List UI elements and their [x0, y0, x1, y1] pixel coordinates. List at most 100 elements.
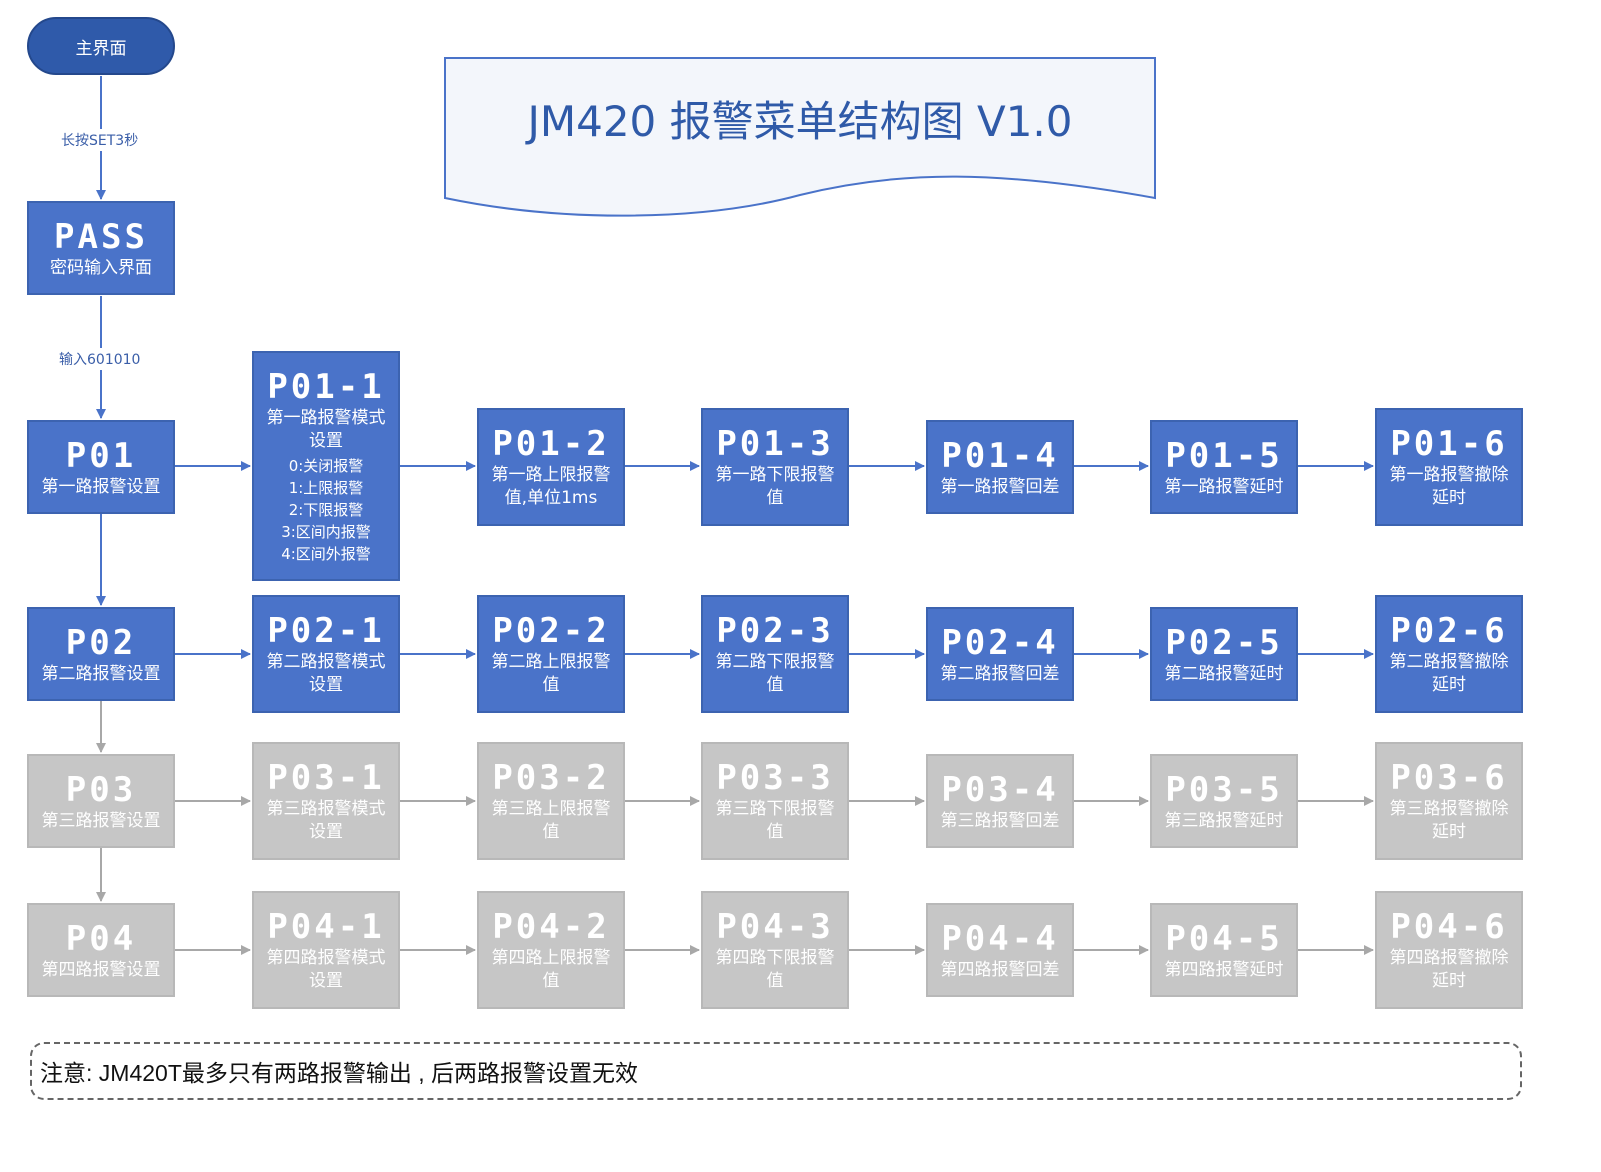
node-code: P02-6 [1390, 611, 1508, 651]
node-code: P02-3 [716, 611, 834, 651]
title-banner-shape [444, 57, 1156, 217]
node-code: P03-2 [492, 758, 610, 798]
node-desc: 第二路上限报警值 [491, 652, 611, 695]
node-code: P01-4 [941, 435, 1059, 476]
node-desc: 第三路报警撤除延时 [1389, 799, 1509, 842]
mode-option-1: 1:上限报警 [288, 479, 364, 497]
node-desc: 第一路下限报警值 [715, 465, 835, 508]
node-code: P01 [65, 435, 137, 476]
main-screen-node: 主界面 [27, 17, 175, 75]
mode-option-0: 0:关闭报警 [288, 457, 364, 475]
node-desc: 第一路报警模式设置 [266, 408, 386, 451]
node-code: P04-5 [1165, 918, 1283, 959]
node-code: P03-6 [1390, 758, 1508, 798]
node-desc: 第一路报警撤除延时 [1389, 465, 1509, 508]
diagram-title: JM420 报警菜单结构图 V1.0 [527, 96, 1073, 146]
node-desc: 第三路下限报警值 [715, 799, 835, 842]
long-press-label: 长按SET3秒 [61, 129, 139, 151]
node-desc: 第一路报警回差 [940, 476, 1060, 497]
node-desc: 第二路报警延时 [1164, 663, 1284, 684]
node-code: P03-3 [716, 758, 834, 798]
node-desc: 第四路下限报警值 [715, 948, 835, 991]
node-desc: 第四路上限报警值 [491, 948, 611, 991]
node-desc: 第一路上限报警值,单位1ms [491, 465, 611, 508]
node-code: P01-3 [716, 424, 834, 464]
node-desc: 第二路下限报警值 [715, 652, 835, 695]
node-desc: 第二路报警设置 [41, 663, 161, 684]
node-desc: 第一路报警设置 [41, 476, 161, 497]
note-box: 注意: JM420T最多只有两路报警输出 , 后两路报警设置无效 [30, 1042, 1522, 1100]
node-desc: 第四路报警延时 [1164, 959, 1284, 980]
node-code: P03-4 [941, 769, 1059, 810]
mode-options: 0:关闭报警 1:上限报警 2:下限报警 3:区间内报警 4:区间外报警 [281, 455, 371, 565]
node-desc: 第二路报警撤除延时 [1389, 652, 1509, 695]
node-code: P03 [65, 769, 137, 810]
password-node: PASS 密码输入界面 [27, 201, 175, 295]
node-desc: 第三路报警延时 [1164, 810, 1284, 831]
node-desc: 密码输入界面 [50, 257, 152, 278]
node-desc: 第一路报警延时 [1164, 476, 1284, 497]
mode-option-2: 2:下限报警 [288, 501, 364, 519]
node-desc: 第二路报警模式设置 [266, 652, 386, 695]
node-code: P02-5 [1165, 622, 1283, 663]
node-desc: 第四路报警设置 [41, 959, 161, 980]
node-code: P02-2 [492, 611, 610, 651]
node-desc: 第三路报警回差 [940, 810, 1060, 831]
node-code: P01-6 [1390, 424, 1508, 464]
node-code: P03-5 [1165, 769, 1283, 810]
node-desc: 第三路报警设置 [41, 810, 161, 831]
node-desc: 第二路报警回差 [940, 663, 1060, 684]
node-desc: 第三路报警模式设置 [266, 799, 386, 842]
node-code: P01-1 [267, 367, 385, 407]
node-code: P04-1 [267, 907, 385, 947]
node-code: P04-3 [716, 907, 834, 947]
node-code: P01-5 [1165, 435, 1283, 476]
node-code: P04 [65, 918, 137, 959]
mode-option-3: 3:区间内报警 [281, 523, 371, 541]
node-code: P03-1 [267, 758, 385, 798]
node-code: P02-4 [941, 622, 1059, 663]
node-desc: 第四路报警回差 [940, 959, 1060, 980]
input-code-label: 输入601010 [59, 348, 141, 370]
node-desc: 第四路报警模式设置 [266, 948, 386, 991]
note-text: 注意: JM420T最多只有两路报警输出 , 后两路报警设置无效 [40, 1060, 639, 1086]
node-desc: 第三路上限报警值 [491, 799, 611, 842]
node-code: P04-2 [492, 907, 610, 947]
node-desc: 第四路报警撤除延时 [1389, 948, 1509, 991]
node-code: P04-6 [1390, 907, 1508, 947]
node-code: P02-1 [267, 611, 385, 651]
node-code: PASS [54, 216, 148, 257]
mode-option-4: 4:区间外报警 [281, 545, 371, 563]
node-code: P04-4 [941, 918, 1059, 959]
